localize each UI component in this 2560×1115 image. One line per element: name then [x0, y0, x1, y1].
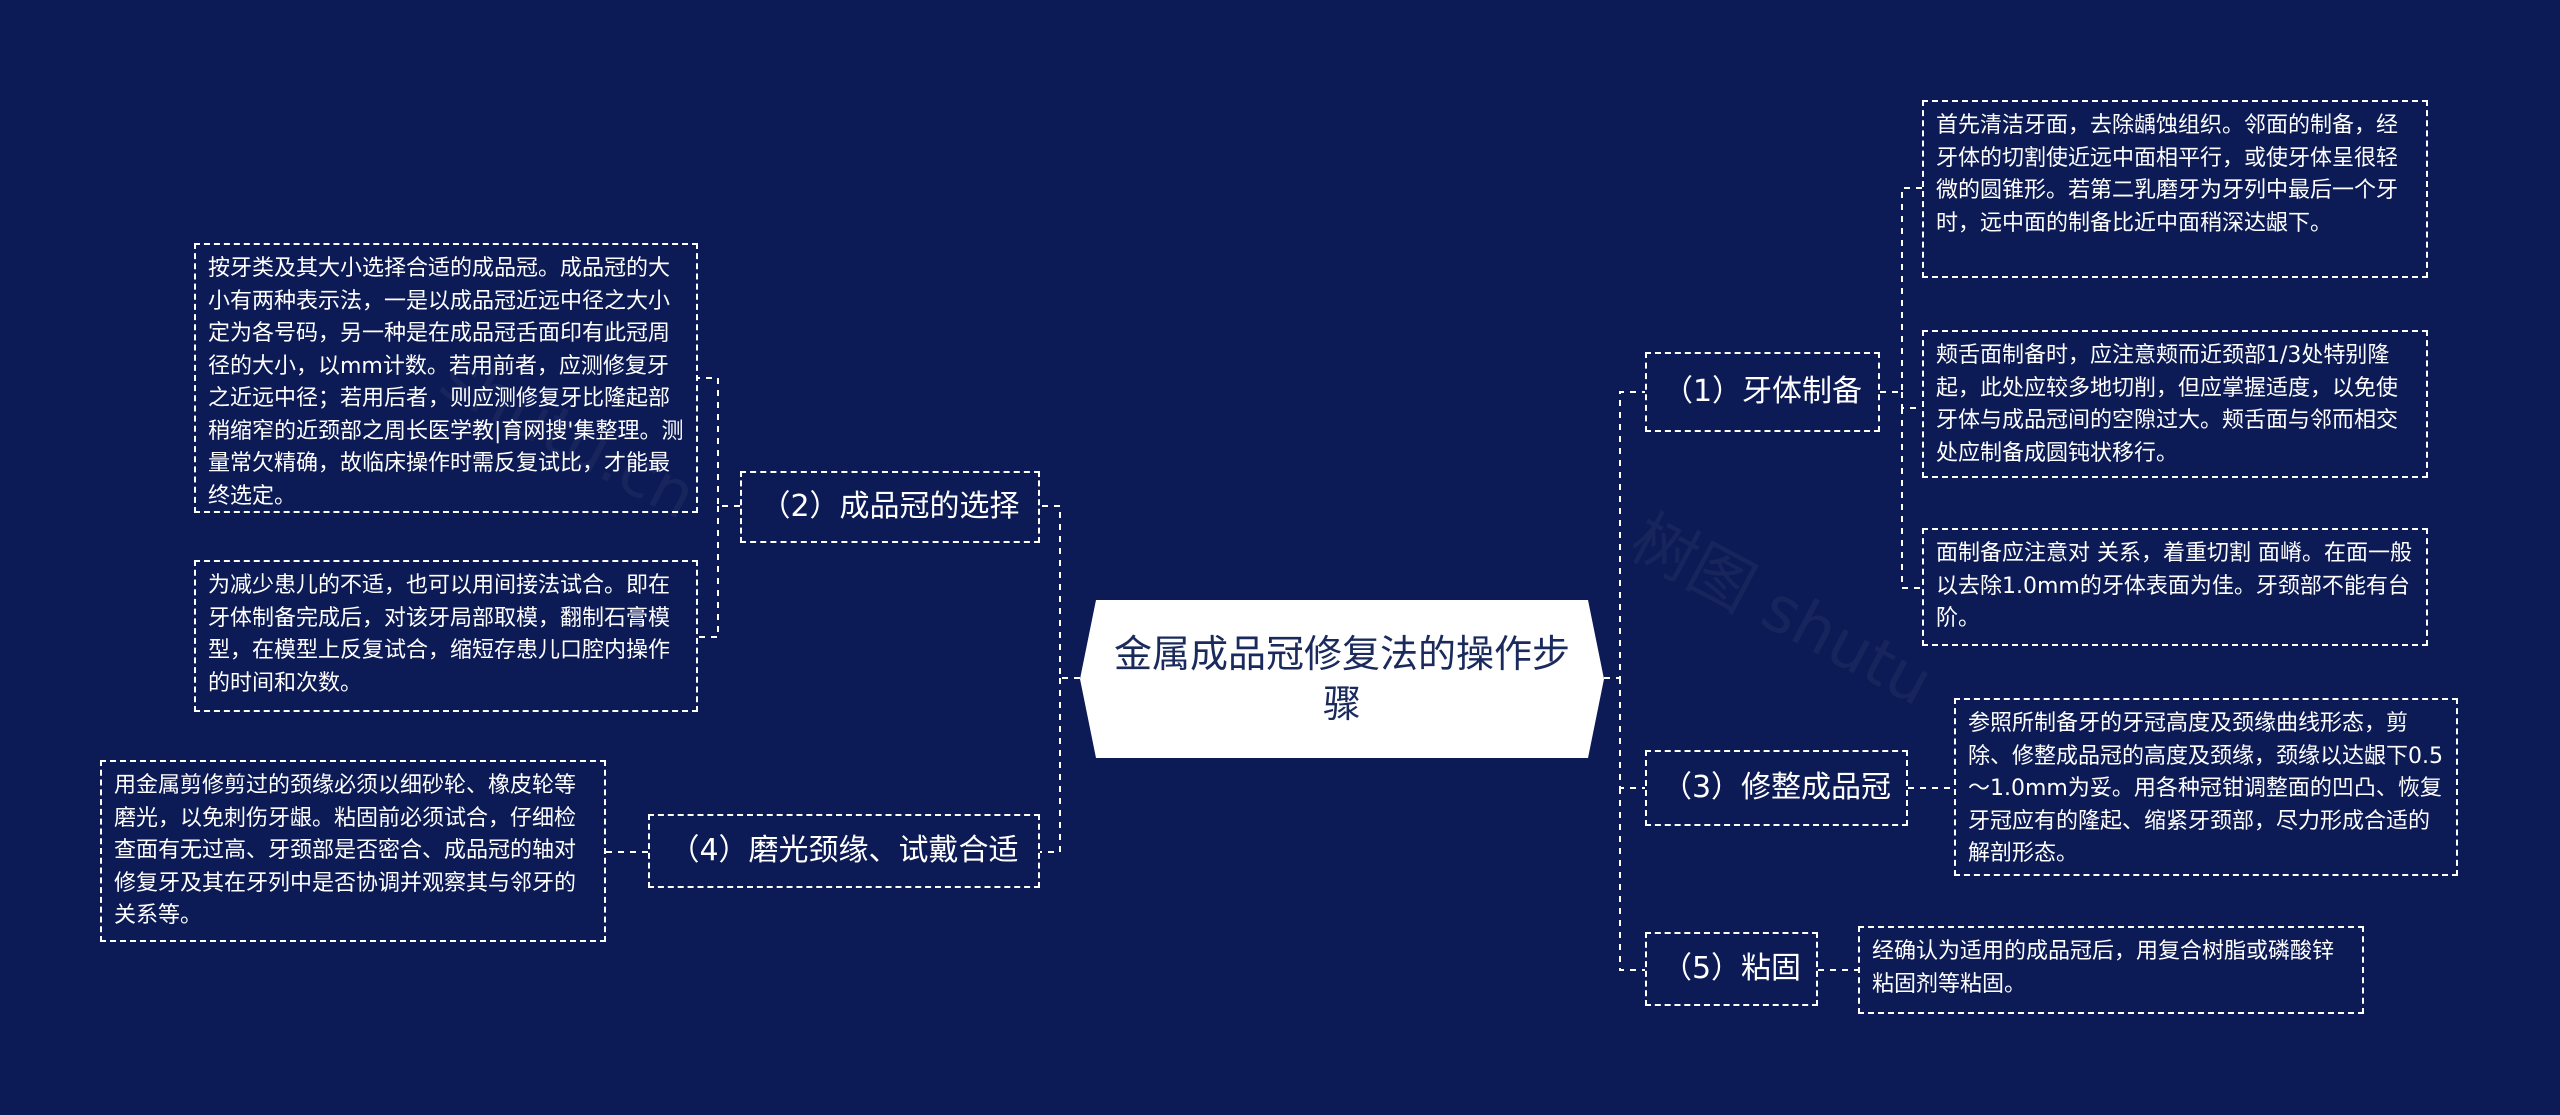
branch-tooth-preparation[interactable]: （1）牙体制备 — [1645, 352, 1880, 432]
leaf-polish-try-in[interactable]: 用金属剪修剪过的颈缘必须以细砂轮、橡皮轮等磨光，以免刺伤牙龈。粘固前必须试合，仔… — [100, 760, 606, 942]
branch-trim-crown[interactable]: （3）修整成品冠 — [1645, 750, 1908, 826]
branch-crown-selection[interactable]: （2）成品冠的选择 — [740, 471, 1040, 543]
root-topic[interactable]: 金属成品冠修复法的操作步骤 — [1080, 600, 1604, 758]
leaf-cementation[interactable]: 经确认为适用的成品冠后，用复合树脂或磷酸锌粘固剂等粘固。 — [1858, 926, 2364, 1014]
leaf-trim-crown[interactable]: 参照所制备牙的牙冠高度及颈缘曲线形态，剪除、修整成品冠的高度及颈缘，颈缘以达龈下… — [1954, 698, 2458, 876]
leaf-selection-sizing[interactable]: 按牙类及其大小选择合适的成品冠。成品冠的大小有两种表示法，一是以成品冠近远中径之… — [194, 243, 698, 513]
branch-polish-try-in[interactable]: （4）磨光颈缘、试戴合适 — [648, 814, 1040, 888]
leaf-preparation-proximal[interactable]: 首先清洁牙面，去除龋蚀组织。邻面的制备，经牙体的切割使近远中面相平行，或使牙体呈… — [1922, 100, 2428, 278]
leaf-preparation-occlusal[interactable]: 面制备应注意对 关系，着重切割 面嵴。在面一般以去除1.0mm的牙体表面为佳。牙… — [1922, 528, 2428, 646]
root-hexagon-shape — [1080, 600, 1604, 758]
leaf-preparation-buccolingual[interactable]: 颊舌面制备时，应注意颊而近颈部1/3处特别隆起，此处应较多地切削，但应掌握适度，… — [1922, 330, 2428, 478]
root-title: 金属成品冠修复法的操作步骤 — [1113, 632, 1570, 726]
leaf-selection-indirect[interactable]: 为减少患儿的不适，也可以用间接法试合。即在牙体制备完成后，对该牙局部取模，翻制石… — [194, 560, 698, 712]
branch-cementation[interactable]: （5）粘固 — [1645, 932, 1818, 1006]
